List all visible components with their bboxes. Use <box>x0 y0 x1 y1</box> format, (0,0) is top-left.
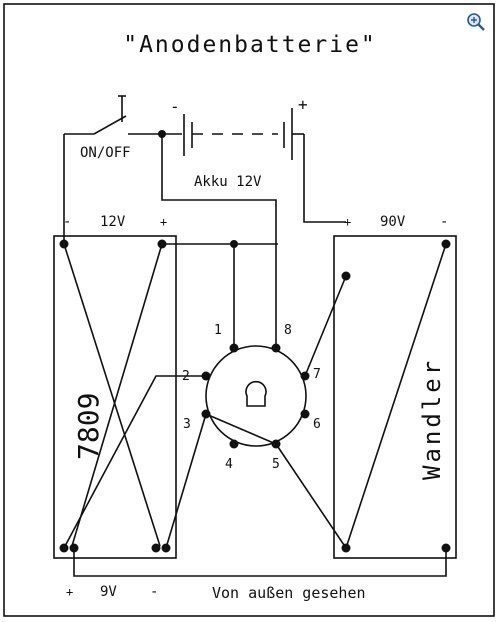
wire-pin3-pin5 <box>205 413 277 445</box>
zoom-in-icon[interactable] <box>467 13 485 31</box>
wire-pin3-9v-minus <box>165 413 207 549</box>
socket-pin-1 <box>229 343 239 353</box>
converter-terminal-in-plus <box>441 543 451 553</box>
battery-plus-sign: + <box>298 95 308 114</box>
tube-socket <box>201 343 310 449</box>
socket-pin-8 <box>271 343 281 353</box>
socket-pin-label-4: 4 <box>225 457 233 472</box>
regulator-output-minus: - <box>150 584 158 600</box>
switch-lever <box>93 115 127 135</box>
regulator-terminal-out-minus <box>151 543 161 553</box>
view-note: Von außen gesehen <box>212 584 366 602</box>
regulator-name: 7809 <box>72 393 105 460</box>
page-title: "Anodenbatterie" <box>123 32 377 58</box>
battery-label: Akku 12V <box>194 174 262 190</box>
socket-key <box>245 380 267 407</box>
socket-pin-label-6: 6 <box>313 417 321 432</box>
regulator-box <box>53 235 177 559</box>
wire-battery-plus-upper <box>303 134 346 223</box>
converter-output-label: 90V <box>380 214 406 230</box>
socket-pin-label-8: 8 <box>284 323 292 338</box>
wire-pin2-9v <box>63 375 206 549</box>
outer-frame <box>3 3 495 617</box>
converter-output-minus: - <box>440 214 448 230</box>
wire-battery-minus <box>161 134 277 348</box>
wire-pin7-converter <box>304 275 347 377</box>
converter-box <box>333 235 457 559</box>
regulator-input-plus: + <box>160 215 167 229</box>
converter-output-plus: + <box>344 215 351 229</box>
regulator-input-label: 12V <box>100 214 126 230</box>
converter-name: Wandler <box>418 358 446 480</box>
wire-9v-plus <box>73 548 447 577</box>
switch-label: ON/OFF <box>80 145 131 161</box>
regulator-output-plus: + <box>66 585 73 599</box>
regulator-input-minus: - <box>63 214 71 230</box>
battery-minus-sign: - <box>170 97 180 116</box>
socket-pin-4 <box>229 439 239 449</box>
socket-pin-label-7: 7 <box>313 367 321 382</box>
socket-pin-label-5: 5 <box>272 457 280 472</box>
socket-pin-label-1: 1 <box>214 323 222 338</box>
socket-pin-label-3: 3 <box>183 417 191 432</box>
socket-pin-6 <box>300 409 310 419</box>
regulator-output-label: 9V <box>100 584 117 600</box>
battery <box>183 108 304 160</box>
wire-pin5-converter <box>275 443 347 549</box>
